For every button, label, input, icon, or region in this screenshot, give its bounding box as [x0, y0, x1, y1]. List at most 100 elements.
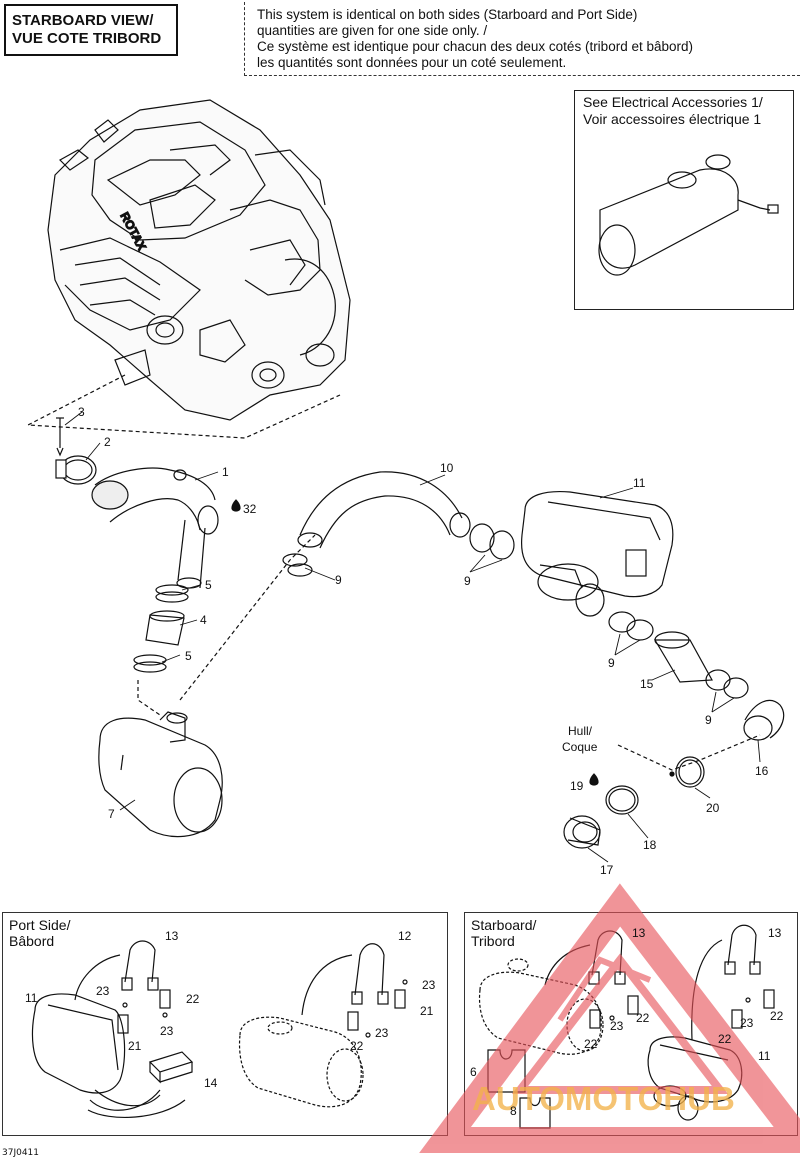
starboard-panel-line1: Starboard/ [471, 917, 537, 933]
resonator-part-11 [520, 490, 674, 617]
port-callout-13: 13 [165, 929, 179, 943]
sealant-drop-19-icon [589, 773, 599, 786]
port-block-14 [148, 1051, 194, 1084]
starboard-brackets [589, 989, 775, 1029]
note-line4: les quantités sont données pour un coté … [257, 55, 567, 70]
callout-18: 18 [643, 838, 657, 852]
port-callout-21a: 21 [128, 1039, 142, 1053]
callout-2: 2 [104, 435, 111, 449]
callout-19: 19 [570, 779, 584, 793]
port-callout-23a: 23 [96, 984, 110, 998]
callout-10: 10 [440, 461, 454, 475]
callout-9a: 9 [335, 573, 342, 587]
port-arrow-1 [74, 954, 121, 1001]
callout-32: 32 [243, 502, 257, 516]
engine-illustration: ROTAX [47, 99, 351, 421]
port-callout-22b: 22 [350, 1039, 364, 1053]
callout-9c: 9 [608, 656, 615, 670]
electrical-muffler-drawing [598, 154, 779, 276]
starboard-panel-line2: Tribord [471, 933, 515, 949]
note-line3: Ce système est identique pour chacun des… [257, 39, 693, 54]
system-note: This system is identical on both sides (… [244, 2, 800, 76]
outlet-part-16 [743, 699, 785, 741]
ring-part-18 [605, 785, 639, 815]
hose-part-4 [145, 610, 185, 646]
hose-clamp-part-9b [469, 523, 515, 560]
hose-clamp-part-9c [608, 611, 654, 641]
watermark-text: AUTOMOTOHUB [472, 1080, 735, 1117]
port-resonator-drawing [31, 993, 186, 1118]
view-title-box: STARBOARD VIEW/ VUE COTE TRIBORD [4, 4, 178, 56]
view-title-line2: VUE COTE TRIBORD [12, 30, 162, 47]
starboard-callout-11: 11 [758, 1049, 771, 1063]
electrical-line1: See Electrical Accessories 1/ [583, 94, 763, 110]
starboard-strap-13b [724, 924, 761, 975]
electrical-line2: Voir accessoires électrique 1 [583, 111, 762, 127]
starboard-support-8 [519, 1097, 551, 1129]
port-panel-line1: Port Side/ [9, 917, 71, 933]
engine-guide-dash [25, 374, 341, 439]
port-bracket-21 [117, 989, 171, 1034]
port-callout-23b: 23 [160, 1024, 174, 1038]
muffler-part-7 [98, 711, 223, 838]
port-arrow-2 [89, 1089, 161, 1111]
callout-17: 17 [600, 863, 614, 877]
callout-20: 20 [706, 801, 720, 815]
note-line1: This system is identical on both sides (… [257, 7, 638, 22]
callout-5a: 5 [205, 578, 212, 592]
port-strap-13-drawing [121, 940, 159, 991]
port-callout-12: 12 [398, 929, 412, 943]
hose-clamp-part-5b [133, 654, 167, 673]
clamp-part-2 [55, 455, 97, 485]
starboard-callout-22a: 22 [636, 1011, 650, 1025]
electrical-accessories-box: See Electrical Accessories 1/ Voir acces… [574, 90, 794, 310]
callout-16: 16 [755, 764, 769, 778]
callout-9b: 9 [464, 574, 471, 588]
port-callout-23d: 23 [375, 1026, 389, 1040]
hose-clamp-part-5a [155, 584, 189, 603]
callout-1: 1 [222, 465, 229, 479]
port-callout-21b: 21 [420, 1004, 434, 1018]
fitting-part-17 [563, 815, 601, 849]
port-arrow-3 [301, 954, 353, 1016]
port-callout-22a: 22 [186, 992, 200, 1006]
callout-7: 7 [108, 807, 115, 821]
callout-4: 4 [200, 613, 207, 627]
port-callout-23c: 23 [422, 978, 436, 992]
port-side-panel: Port Side/ Bâbord [2, 912, 448, 1136]
starboard-callout-13b: 13 [768, 926, 782, 940]
starboard-callout-22c: 22 [770, 1009, 784, 1023]
drawing-code: 37J0411 [2, 1148, 40, 1158]
callout-labels: 3 2 1 32 5 4 5 7 9 10 11 9 9 15 9 Hull/ … [25, 405, 784, 1118]
callout-5b: 5 [185, 649, 192, 663]
starboard-callout-8: 8 [510, 1104, 517, 1118]
hose-clamp-part-9a [282, 553, 313, 577]
screw-part-3 [56, 417, 64, 457]
hose-clamp-part-9d [705, 669, 749, 699]
callout-3: 3 [78, 405, 85, 419]
gasket-part-20 [675, 756, 705, 788]
sealant-drop-32-icon [231, 499, 241, 512]
port-callout-11: 11 [25, 991, 38, 1005]
note-line2: quantities are given for one side only. … [257, 23, 488, 38]
hull-label-line2: Coque [562, 740, 598, 754]
view-title-line1: STARBOARD VIEW/ [12, 12, 154, 29]
starboard-callout-23b: 23 [740, 1016, 754, 1030]
port-callout-14: 14 [204, 1076, 218, 1090]
port-bracket-22 [347, 979, 408, 1038]
hose-part-15 [653, 631, 713, 683]
hull-label-line1: Hull/ [568, 724, 593, 738]
starboard-muffler-drawing [478, 958, 604, 1055]
watermark-logo [419, 883, 800, 1153]
starboard-callout-6: 6 [470, 1065, 477, 1079]
hose-part-10 [297, 471, 471, 549]
starboard-callout-22d: 22 [718, 1032, 732, 1046]
starboard-resonator-11 [647, 1036, 743, 1121]
port-muffler-drawing [238, 1016, 364, 1108]
callout-15: 15 [640, 677, 654, 691]
callout-11: 11 [633, 476, 646, 490]
port-strap-12-drawing [351, 943, 389, 1005]
port-panel-line2: Bâbord [9, 933, 55, 949]
starboard-callout-13a: 13 [632, 926, 646, 940]
